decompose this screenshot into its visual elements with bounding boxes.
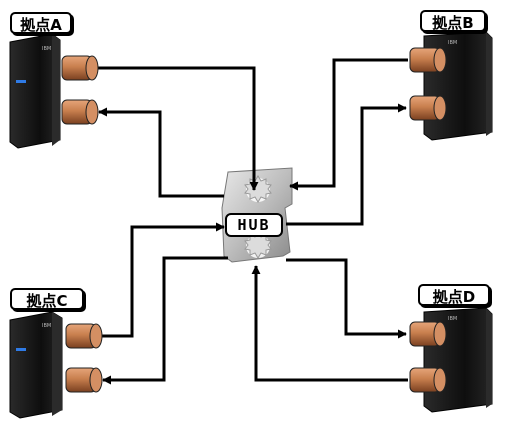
- arrow-d-to-hub: [251, 265, 408, 382]
- svg-text:IBM: IBM: [448, 40, 457, 46]
- arrow-hub-to-d: [286, 258, 407, 339]
- site-label-b: 拠点B: [420, 10, 486, 32]
- site-label-c: 拠点C: [10, 288, 84, 310]
- connector-cylinder-icon: [65, 323, 103, 393]
- svg-text:IBM: IBM: [42, 323, 51, 329]
- site-label-d: 拠点D: [418, 284, 490, 306]
- arrow-a-to-hub: [98, 66, 259, 191]
- connector-cylinder-icon: [409, 321, 447, 393]
- hub-label: HUB: [225, 213, 283, 237]
- server-icon: IBM: [9, 311, 63, 419]
- arrow-c-to-hub: [102, 222, 225, 338]
- arrow-hub-to-a: [98, 107, 224, 198]
- connection-lines: [98, 58, 408, 385]
- svg-text:IBM: IBM: [448, 316, 457, 322]
- server-icon: IBM: [9, 33, 61, 149]
- arrow-hub-to-b: [286, 103, 407, 226]
- connector-cylinder-icon: [61, 55, 99, 125]
- server-d: IBM: [409, 307, 493, 413]
- svg-text:IBM: IBM: [42, 46, 51, 52]
- arrow-hub-to-c: [102, 256, 228, 385]
- arrow-b-to-hub: [289, 58, 408, 191]
- server-c: IBM: [9, 311, 103, 419]
- server-a: IBM: [9, 33, 99, 149]
- site-label-a: 拠点A: [10, 12, 72, 34]
- connector-cylinder-icon: [409, 47, 447, 121]
- server-b: IBM: [409, 31, 493, 141]
